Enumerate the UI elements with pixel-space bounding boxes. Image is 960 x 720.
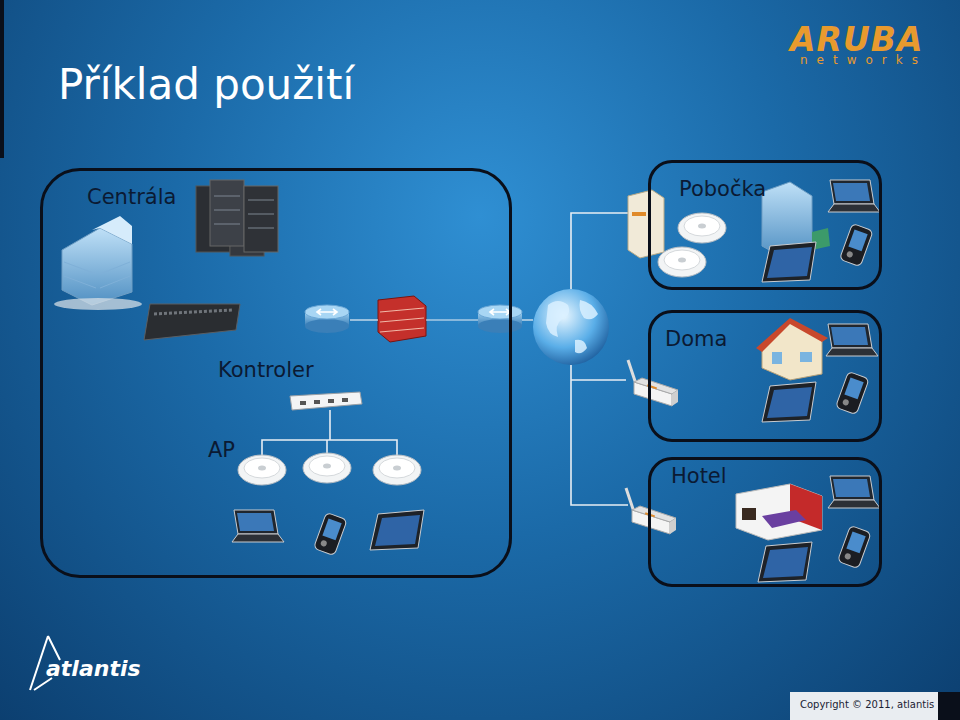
slide-title: Příklad použití <box>58 60 354 109</box>
logo-subtext: networks <box>800 53 927 67</box>
logo-text: atlantis <box>46 656 141 681</box>
device-label: Kontroler <box>218 358 314 382</box>
region-box: Pobočka <box>648 160 882 290</box>
region-box: Hotel <box>648 457 882 587</box>
device-label: AP <box>208 438 235 462</box>
region-heading: Doma <box>665 327 727 351</box>
region-heading: Centrála <box>87 185 176 209</box>
region-box: Doma <box>648 310 882 442</box>
region-heading: Hotel <box>671 464 727 488</box>
copyright-note: Copyright © 2011, atlantis <box>800 699 934 710</box>
region-heading: Pobočka <box>679 177 766 201</box>
